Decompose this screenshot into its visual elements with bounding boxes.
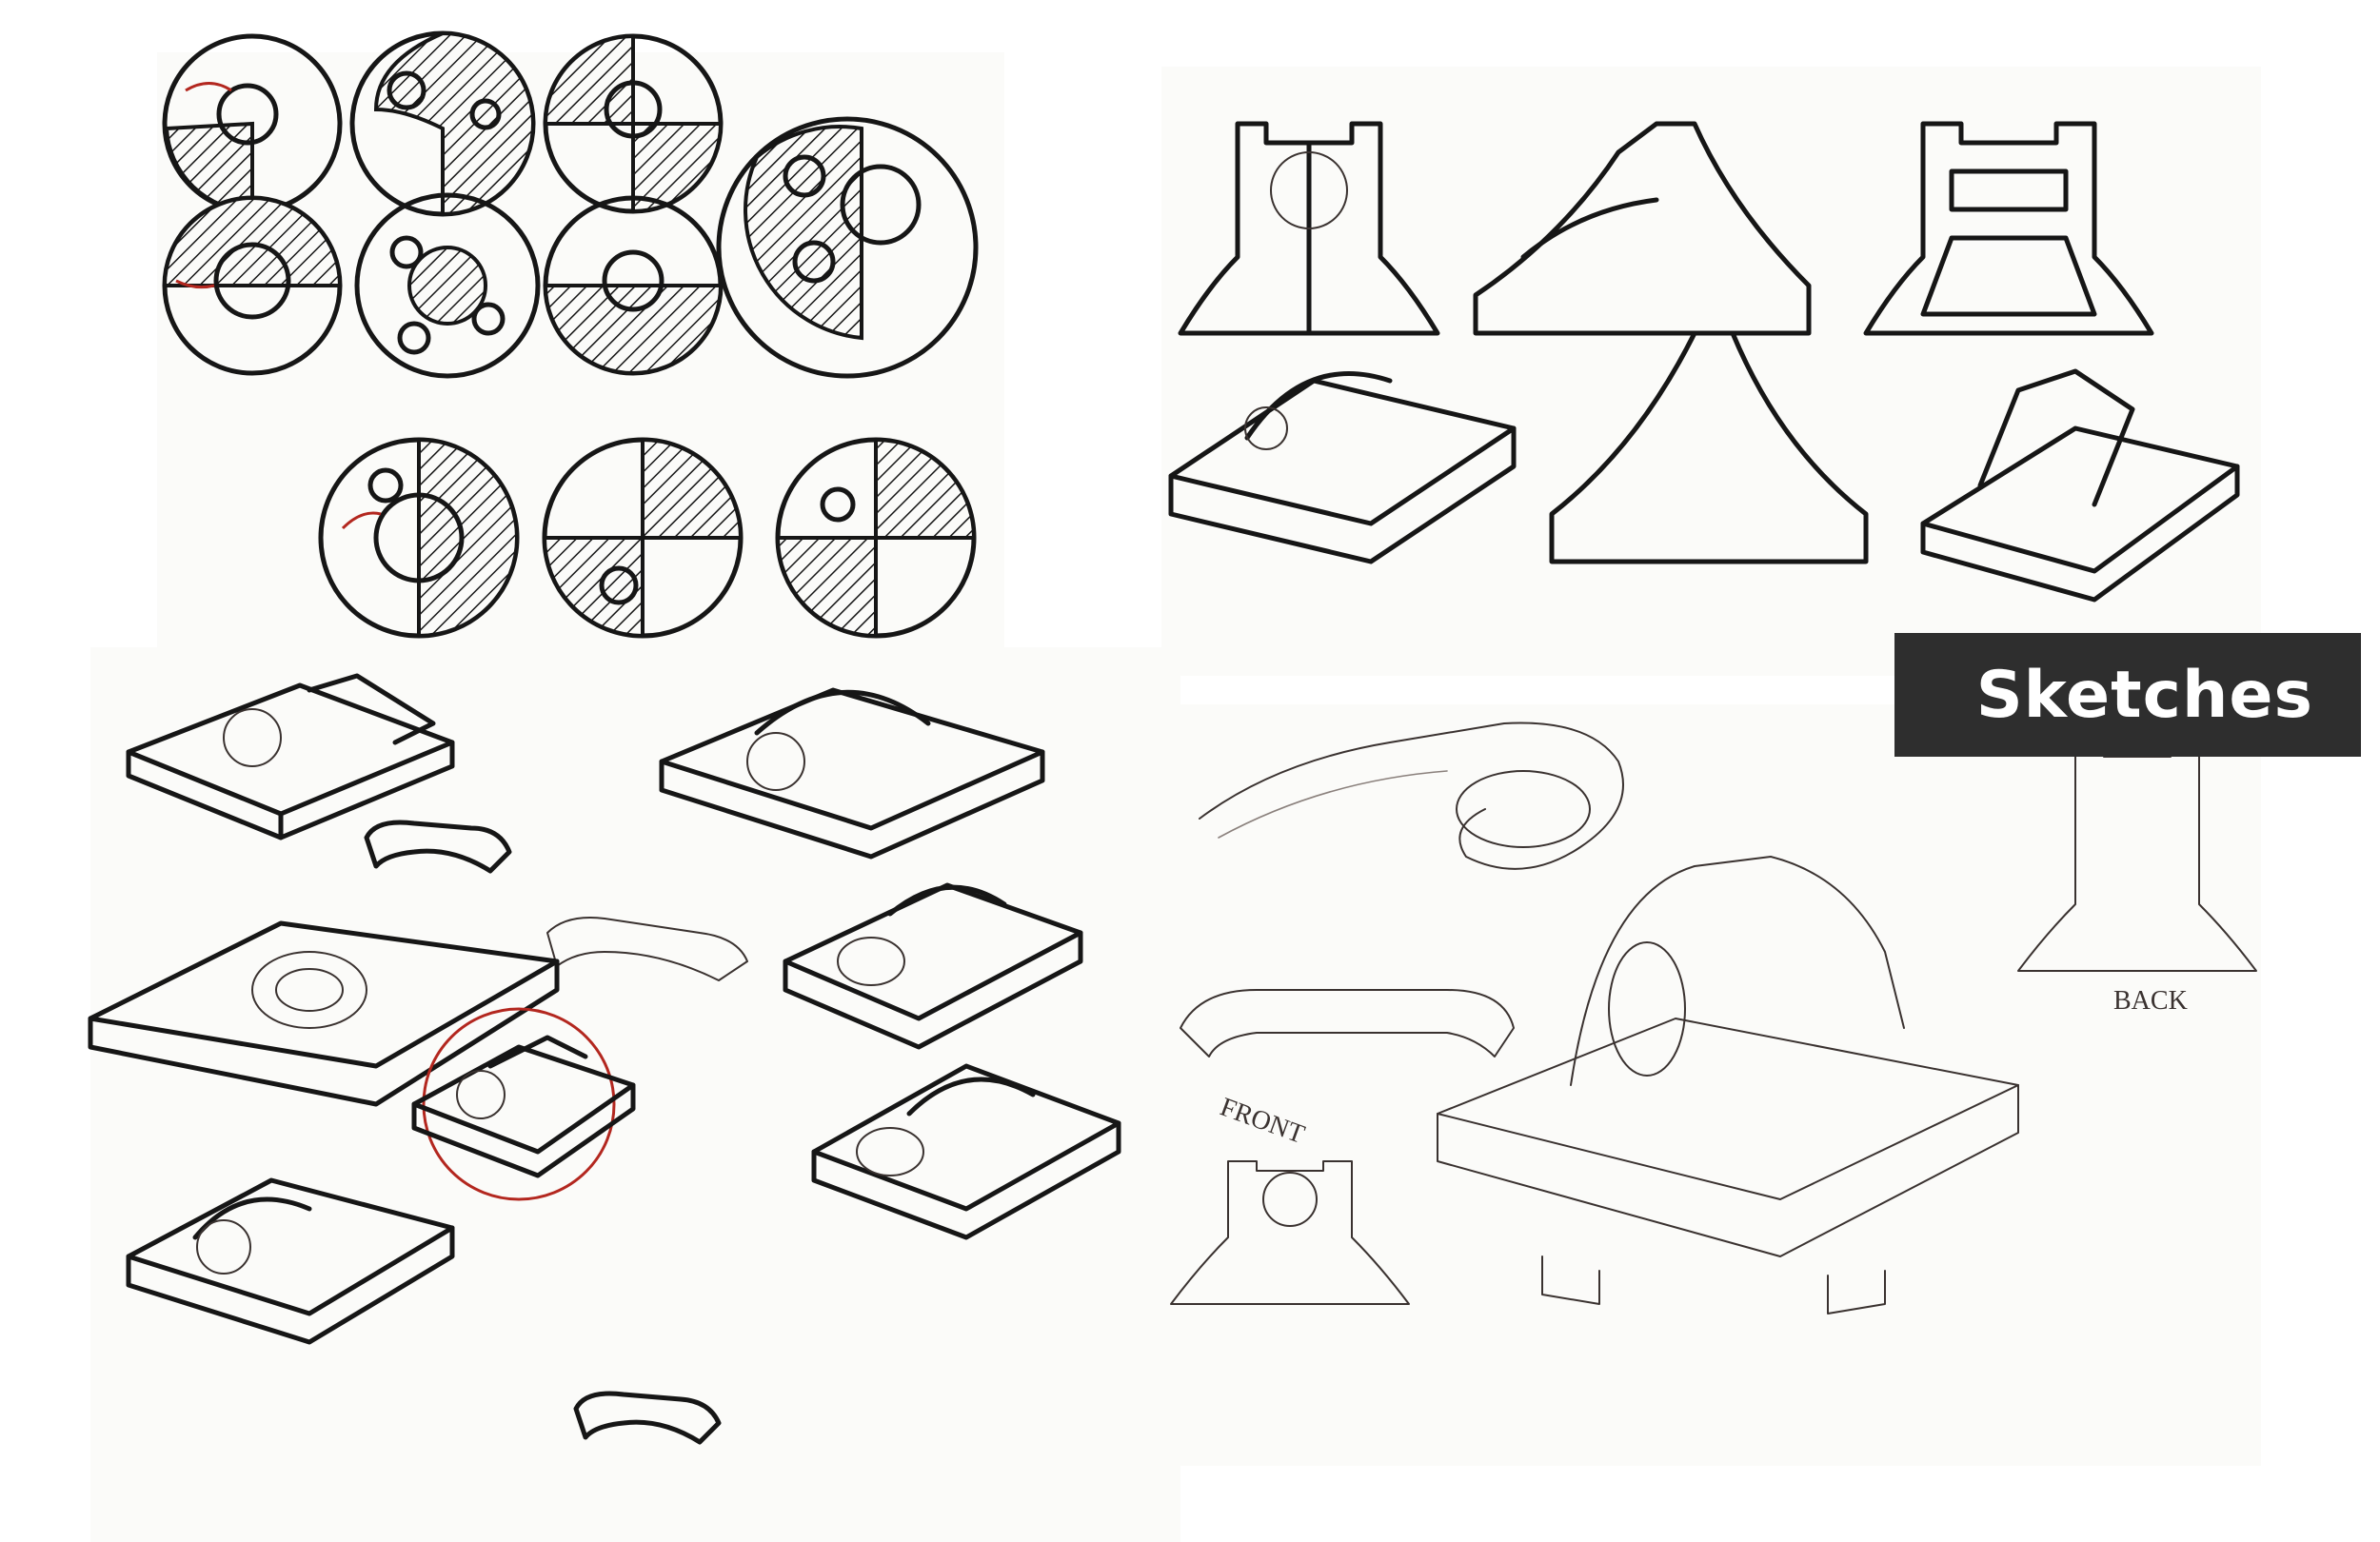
dial-sketch-7 [716, 116, 979, 379]
sketches-title-label: Sketches [1894, 633, 2361, 757]
dial-sketch-8 [318, 437, 520, 639]
dial-sketch-6 [543, 195, 724, 376]
sketches-title-text: Sketches [1975, 657, 2313, 733]
orthographic-views-drawing [1168, 121, 2240, 603]
handset-sketch-1 [364, 820, 512, 874]
dial-sketch-3 [543, 33, 724, 214]
dial-sketch-10 [775, 437, 977, 639]
phone-sketch-7 [126, 1177, 455, 1345]
phone-sketch-6 [811, 1063, 1121, 1240]
front-small-sketch: FRONT [1170, 1092, 1410, 1305]
phone-sketch-2 [659, 687, 1045, 860]
phone-sketch-1 [126, 673, 455, 840]
orthographic-views-sheet [1161, 67, 2261, 676]
phone-large-perspective [1437, 856, 2019, 1315]
back-small-sketch: BACK [2017, 741, 2257, 1016]
dial-sketch-9 [542, 437, 744, 639]
dial-sketch-4 [162, 195, 343, 376]
front-view [1178, 121, 1440, 336]
handset-sketch-2 [546, 917, 748, 981]
dial-sketch-1 [162, 33, 343, 214]
phone-perspective-studies-sheet [88, 647, 1180, 1542]
perspective-view-2 [1920, 368, 2240, 603]
side-view [1473, 121, 1812, 336]
dial-sketch-5 [354, 192, 541, 379]
handset-sketch-3 [573, 1391, 722, 1445]
dial-studies-sheet [157, 30, 1004, 662]
handset-side-sketch [1180, 989, 1515, 1058]
dial-studies-drawing [162, 30, 979, 639]
perspective-view-1 [1168, 371, 1517, 564]
side-view-large [1549, 330, 1869, 564]
final-perspective-drawing: FRONT BACK [1170, 722, 2257, 1315]
phone-sketch-5-highlighted [411, 1007, 636, 1201]
handset-large-sketch [1199, 722, 1624, 870]
final-perspective-sheet: FRONT BACK [1161, 704, 2261, 1466]
phone-sketch-4 [783, 882, 1083, 1050]
phone-studies-drawing [88, 673, 1121, 1445]
phone-sketch-3 [88, 920, 560, 1107]
front-annotation: FRONT [1217, 1092, 1309, 1150]
back-annotation: BACK [2113, 986, 2188, 1016]
back-view [1863, 121, 2154, 336]
dial-sketch-2 [349, 30, 536, 217]
